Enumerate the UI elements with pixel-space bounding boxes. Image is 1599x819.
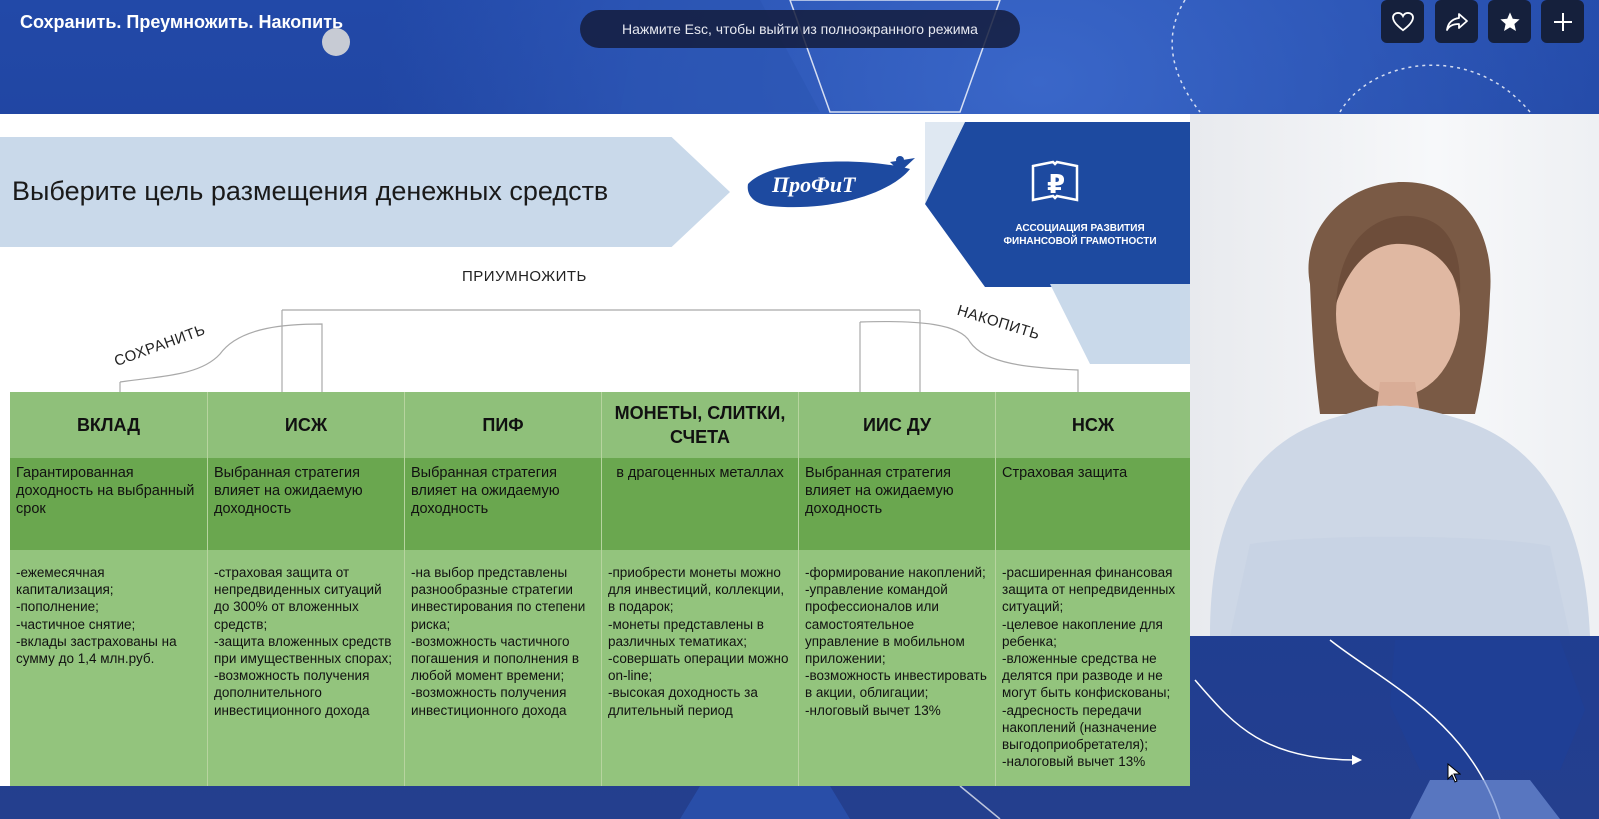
- share-icon: [1445, 12, 1468, 31]
- table-column: НСЖ Страховая защита -расширенная финанс…: [996, 392, 1190, 786]
- goal-connector-lines: [119, 309, 1079, 398]
- table-column: МОНЕТЫ, СЛИТКИ, СЧЕТА в драгоценных мета…: [602, 392, 799, 786]
- book-ruble-icon: ₽: [1031, 160, 1079, 202]
- association-logo-block: ₽: [925, 122, 1190, 287]
- column-header: МОНЕТЫ, СЛИТКИ, СЧЕТА: [602, 392, 798, 458]
- profit-logo-text: ПроФиТ: [771, 172, 857, 197]
- column-header: ИИС ДУ: [799, 392, 995, 458]
- slide-decoration: [1050, 284, 1190, 364]
- video-title: Сохранить. Преумножить. Накопить: [20, 12, 344, 32]
- presenter-figure: [1210, 181, 1590, 636]
- column-description: Страховая защита: [996, 458, 1190, 550]
- slide-title: Выберите цель размещения денежных средст…: [12, 176, 609, 206]
- share-button[interactable]: [1435, 0, 1478, 43]
- column-features: -приобрести монеты можно для инвестиций,…: [602, 550, 798, 786]
- plus-icon: [1553, 12, 1572, 31]
- video-top-bar: Сохранить. Преумножить. Накопить Нажмите…: [0, 0, 1599, 112]
- column-features: -расширенная финансовая защита от непред…: [996, 550, 1190, 786]
- column-header: ВКЛАД: [10, 392, 207, 458]
- table-column: ИИС ДУ Выбранная стратегия влияет на ожи…: [799, 392, 996, 786]
- presentation-slide: Выберите цель размещения денежных средст…: [0, 114, 1190, 786]
- star-icon: [1499, 11, 1520, 31]
- cursor-highlight: [322, 28, 350, 56]
- association-name: АССОЦИАЦИЯ РАЗВИТИЯ ФИНАНСОВОЙ ГРАМОТНОС…: [1003, 223, 1157, 247]
- presenter-webcam: [1190, 114, 1599, 636]
- column-description: Выбранная стратегия влияет на ожидаемую …: [208, 458, 404, 550]
- column-description: Гарантированная доходность на выбранный …: [10, 458, 207, 550]
- goal-label-multiply: ПРИУМНОЖИТЬ: [462, 268, 587, 285]
- favorite-button[interactable]: [1488, 0, 1531, 43]
- column-features: -ежемесячная капитализация; -пополнение;…: [10, 550, 207, 786]
- mouse-pointer-icon: [1447, 763, 1461, 783]
- column-features: -страховая защита от непредвиденных ситу…: [208, 550, 404, 786]
- slide-title-banner: [0, 137, 730, 247]
- column-description: Выбранная стратегия влияет на ожидаемую …: [405, 458, 601, 550]
- column-description: в драгоценных металлах: [602, 458, 798, 550]
- column-features: -на выбор представлены разнообразные стр…: [405, 550, 601, 786]
- column-header: НСЖ: [996, 392, 1190, 458]
- like-button[interactable]: [1381, 0, 1424, 43]
- profit-logo: ПроФиТ: [747, 156, 915, 208]
- table-column: ВКЛАД Гарантированная доходность на выбр…: [10, 392, 208, 786]
- savings-options-table: ВКЛАД Гарантированная доходность на выбр…: [10, 392, 1190, 786]
- column-header: ПИФ: [405, 392, 601, 458]
- heart-icon: [1391, 11, 1414, 31]
- column-description: Выбранная стратегия влияет на ожидаемую …: [799, 458, 995, 550]
- column-features: -формирование накоплений; -управление ко…: [799, 550, 995, 786]
- fullscreen-exit-hint: Нажмите Esc, чтобы выйти из полноэкранно…: [580, 10, 1020, 48]
- table-column: ИСЖ Выбранная стратегия влияет на ожидае…: [208, 392, 405, 786]
- table-column: ПИФ Выбранная стратегия влияет на ожидае…: [405, 392, 602, 786]
- add-button[interactable]: [1541, 0, 1584, 43]
- column-header: ИСЖ: [208, 392, 404, 458]
- svg-text:₽: ₽: [1047, 170, 1065, 200]
